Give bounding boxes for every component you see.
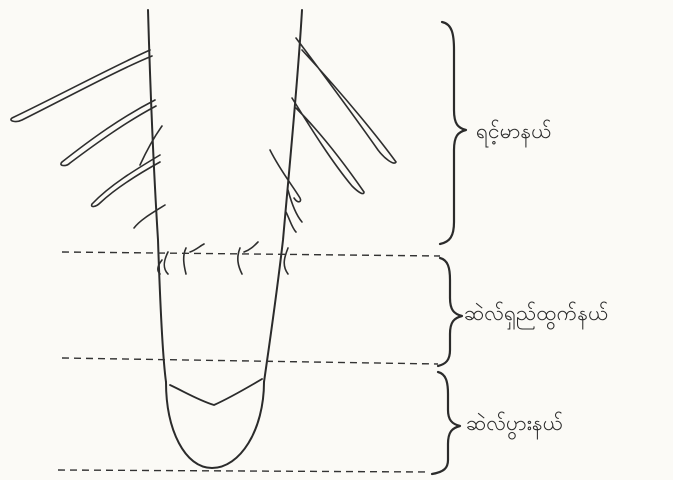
elongation-zone-label: ဆဲလ်ရှည်ထွက်နယ်: [464, 300, 608, 331]
brace-division-zone: [432, 372, 460, 474]
boundary-maturation-elongation: [62, 252, 440, 256]
boundary-elongation-division: [62, 358, 438, 364]
division-zone-label: ဆဲလ်ပွားနယ်: [466, 410, 563, 441]
root-hairs-right: [270, 38, 396, 274]
root-outline: [148, 10, 302, 382]
brace-maturation-zone: [440, 22, 466, 244]
maturation-zone-label: ရင့်မာနယ်: [476, 118, 552, 148]
zone-boundaries: [58, 252, 440, 472]
boundary-root-tip: [58, 470, 428, 472]
root-hairs-left: [11, 50, 165, 274]
brace-elongation-zone: [438, 258, 462, 366]
emerging-hairs: [164, 242, 258, 274]
zone-braces: [432, 22, 466, 474]
root-cap: [166, 379, 264, 468]
